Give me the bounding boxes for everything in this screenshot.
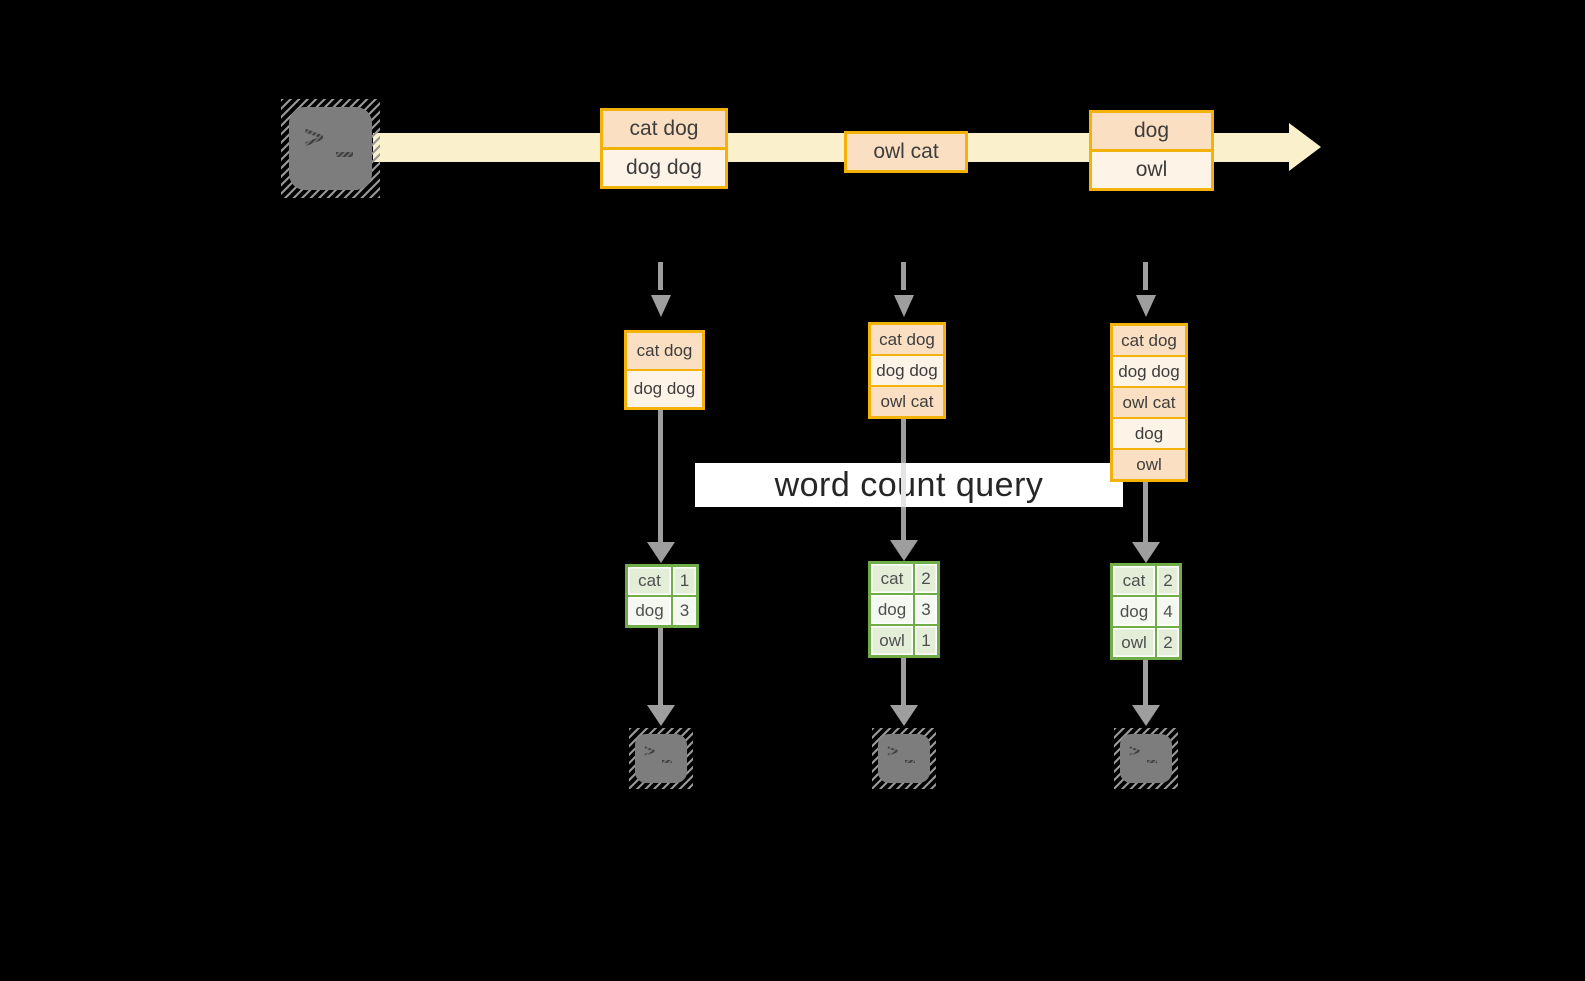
result-word: cat — [628, 567, 671, 595]
result-word: dog — [1113, 597, 1155, 626]
arrow-line — [901, 507, 906, 540]
stream-event-box-1: cat dog dog dog — [600, 108, 728, 189]
batch-row: owl cat — [871, 387, 943, 416]
terminal-cursor-icon — [905, 760, 915, 763]
batch-row: cat dog — [871, 325, 943, 354]
arrow-line-over-label — [901, 463, 906, 507]
terminal-body: > — [635, 734, 687, 783]
result-table-3: cat 2 dog 4 owl 2 — [1110, 563, 1182, 660]
batch-row: cat dog — [1113, 326, 1185, 355]
arrow-line — [1143, 660, 1148, 705]
result-word: cat — [1113, 566, 1155, 595]
query-label-band: word count query — [695, 463, 1123, 507]
output-terminal-icon-2: > — [872, 728, 936, 789]
batch-row: dog — [1113, 419, 1185, 448]
dashed-arrow-line — [901, 262, 906, 290]
arrow-line — [901, 658, 906, 705]
terminal-cursor-icon — [1147, 760, 1157, 763]
result-count: 2 — [1157, 628, 1179, 657]
batch-row: dog dog — [1113, 357, 1185, 386]
output-terminal-icon-3: > — [1114, 728, 1178, 789]
terminal-cursor-icon — [336, 152, 353, 157]
batch-row: cat dog — [627, 333, 702, 369]
batch-table-2: cat dog dog dog owl cat — [868, 322, 946, 419]
terminal-cursor-icon — [662, 760, 672, 763]
arrowhead-icon — [890, 540, 918, 561]
arrowhead-icon — [1132, 705, 1160, 726]
terminal-prompt-icon: > — [887, 740, 899, 762]
stream-event-box-3: dog owl — [1089, 110, 1214, 191]
terminal-prompt-icon: > — [304, 117, 325, 157]
arrow-line — [1143, 482, 1148, 542]
arrowhead-icon — [647, 705, 675, 726]
result-word: cat — [871, 564, 913, 593]
batch-table-1: cat dog dog dog — [624, 330, 705, 410]
terminal-prompt-icon: > — [644, 740, 656, 762]
result-table-1: cat 1 dog 3 — [625, 564, 699, 628]
output-terminal-icon-1: > — [629, 728, 693, 789]
arrow-line — [658, 628, 663, 705]
stream-event-line: dog — [1092, 113, 1211, 149]
result-count: 1 — [915, 626, 937, 655]
batch-row: dog dog — [627, 371, 702, 407]
arrowhead-icon — [890, 705, 918, 726]
arrowhead-icon — [647, 542, 675, 563]
result-word: dog — [628, 597, 671, 625]
batch-row: owl cat — [1113, 388, 1185, 417]
batch-row: dog dog — [871, 356, 943, 385]
query-label: word count query — [774, 465, 1044, 504]
input-terminal-icon: > — [281, 99, 380, 198]
dashed-arrowhead-icon — [894, 295, 914, 317]
terminal-body: > — [1120, 734, 1172, 783]
dashed-arrow-line — [1143, 262, 1148, 290]
dashed-arrowhead-icon — [651, 295, 671, 317]
arrow-line — [901, 419, 906, 463]
dashed-arrowhead-icon — [1136, 295, 1156, 317]
stream-arrowhead-icon — [1289, 123, 1321, 171]
batch-row: owl — [1113, 450, 1185, 479]
stream-event-line: dog dog — [603, 150, 725, 186]
stream-event-box-2: owl cat — [844, 131, 968, 173]
result-word: owl — [1113, 628, 1155, 657]
arrowhead-icon — [1132, 542, 1160, 563]
terminal-prompt-icon: > — [1129, 740, 1141, 762]
result-word: owl — [871, 626, 913, 655]
result-count: 4 — [1157, 597, 1179, 626]
arrow-line — [658, 410, 663, 542]
terminal-body: > — [878, 734, 930, 783]
stream-event-line: owl — [1092, 152, 1211, 188]
stream-event-line: cat dog — [603, 111, 725, 147]
result-count: 2 — [1157, 566, 1179, 595]
result-count: 3 — [673, 597, 696, 625]
dashed-arrow-line — [658, 262, 663, 290]
result-count: 2 — [915, 564, 937, 593]
result-word: dog — [871, 595, 913, 624]
stream-event-line: owl cat — [847, 134, 965, 170]
terminal-body: > — [289, 107, 372, 190]
result-count: 1 — [673, 567, 696, 595]
batch-table-3: cat dog dog dog owl cat dog owl — [1110, 323, 1188, 482]
result-count: 3 — [915, 595, 937, 624]
result-table-2: cat 2 dog 3 owl 1 — [868, 561, 940, 658]
